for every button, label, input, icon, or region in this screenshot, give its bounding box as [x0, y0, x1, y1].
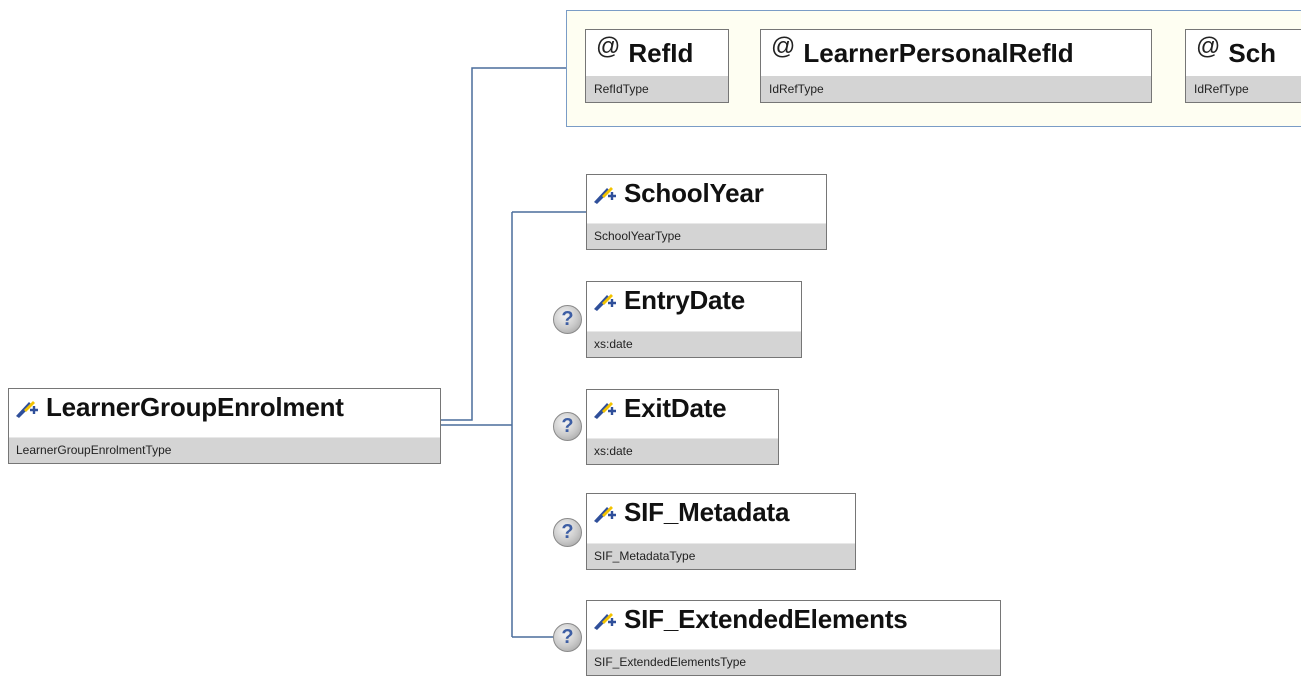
- optional-marker-icon: ?: [553, 412, 582, 441]
- element-icon: [594, 186, 616, 204]
- attribute-type: IdRefType: [1186, 76, 1301, 102]
- child-element-name: EntryDate: [624, 285, 746, 315]
- root-element-box[interactable]: LearnerGroupEnrolment LearnerGroupEnrolm…: [8, 388, 441, 464]
- attribute-type: IdRefType: [761, 76, 1151, 102]
- element-icon: [594, 293, 616, 311]
- child-element-name: SIF_ExtendedElements: [624, 604, 908, 634]
- attribute-name: RefId: [628, 38, 694, 68]
- child-element-sif-metadata[interactable]: SIF_Metadata SIF_MetadataType: [586, 493, 856, 570]
- element-icon: [594, 612, 616, 630]
- optional-marker-icon: ?: [553, 623, 582, 652]
- attribute-learnerpersonalrefid[interactable]: @ LearnerPersonalRefId IdRefType: [760, 29, 1152, 103]
- child-element-sif-extendedelements[interactable]: SIF_ExtendedElements SIF_ExtendedElement…: [586, 600, 1001, 676]
- child-element-name: SchoolYear: [624, 178, 764, 208]
- child-element-exitdate[interactable]: ExitDate xs:date: [586, 389, 779, 465]
- optional-marker-icon: ?: [553, 518, 582, 547]
- attribute-name: Sch: [1228, 38, 1277, 68]
- element-icon: [594, 401, 616, 419]
- optional-marker-icon: ?: [553, 305, 582, 334]
- child-element-type: xs:date: [587, 331, 801, 357]
- child-element-type: SIF_ExtendedElementsType: [587, 649, 1000, 675]
- attribute-at-icon: @: [771, 32, 796, 60]
- attribute-type: RefIdType: [586, 76, 728, 102]
- attribute-at-icon: @: [1196, 32, 1221, 60]
- root-element-name: LearnerGroupEnrolment: [46, 392, 344, 422]
- child-element-type: SIF_MetadataType: [587, 543, 855, 569]
- child-element-schoolyear[interactable]: SchoolYear SchoolYearType: [586, 174, 827, 250]
- element-icon: [594, 505, 616, 523]
- attribute-refid[interactable]: @ RefId RefIdType: [585, 29, 729, 103]
- element-icon: [16, 400, 38, 418]
- attribute-group: @ RefId RefIdType @ LearnerPersonalRefId…: [566, 10, 1301, 127]
- attribute-name: LearnerPersonalRefId: [803, 38, 1074, 68]
- attribute-sch[interactable]: @ Sch IdRefType: [1185, 29, 1301, 103]
- attribute-at-icon: @: [596, 32, 621, 60]
- connector-root-to-attributes: [441, 67, 566, 421]
- child-element-type: SchoolYearType: [587, 223, 826, 249]
- child-element-type: xs:date: [587, 438, 778, 464]
- child-element-name: SIF_Metadata: [624, 497, 790, 527]
- root-element-type: LearnerGroupEnrolmentType: [9, 437, 440, 463]
- child-element-entrydate[interactable]: EntryDate xs:date: [586, 281, 802, 358]
- child-element-name: ExitDate: [624, 393, 727, 423]
